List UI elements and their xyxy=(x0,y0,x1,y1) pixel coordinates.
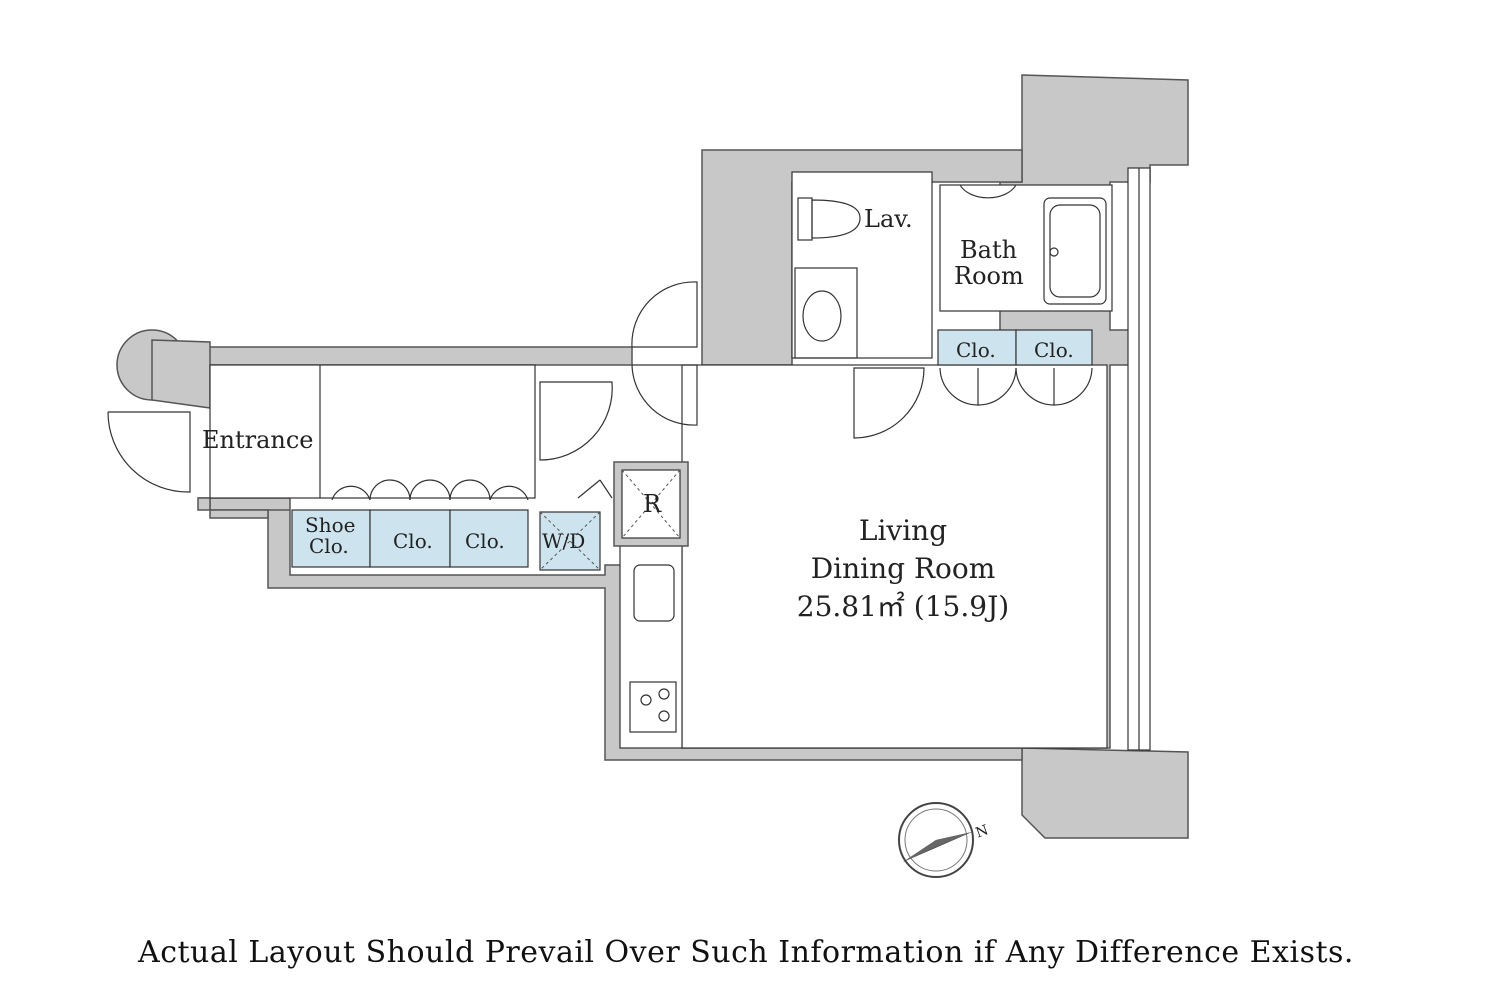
closet-label-1: Clo. xyxy=(393,529,433,553)
washbasin-icon xyxy=(802,290,842,342)
kitchen-counter xyxy=(619,544,683,749)
kitchen-fixtures xyxy=(629,564,677,733)
living-label-line2: Dining Room xyxy=(811,552,996,585)
stove-icon xyxy=(629,681,677,733)
lav-door-upper xyxy=(631,281,698,348)
shoe-closet-label-line1: Shoe xyxy=(305,513,355,537)
doors xyxy=(107,184,1093,501)
lav-door-lower xyxy=(631,364,698,426)
lav-entry-door xyxy=(853,367,925,439)
sink-icon xyxy=(633,564,675,622)
closets xyxy=(291,329,1093,571)
lavatory-fixtures xyxy=(794,197,861,359)
washer-dryer-label: W/D xyxy=(542,529,585,553)
closet-entrance-2 xyxy=(449,509,529,568)
closet-entrance-1 xyxy=(369,509,451,568)
closet-label-3: Clo. xyxy=(956,338,996,362)
refrigerator-space xyxy=(613,461,689,547)
north-compass-icon: N xyxy=(898,802,991,878)
hall-door xyxy=(539,381,613,461)
closet-bath-2 xyxy=(1015,329,1093,366)
bath-label-line1: Bath xyxy=(960,236,1017,264)
windows xyxy=(1127,167,1151,751)
closet-label-2: Clo. xyxy=(465,529,505,553)
entrance-label: Entrance xyxy=(202,426,314,454)
bathtub-icon xyxy=(1043,197,1107,305)
bath-label-line2: Room xyxy=(954,262,1024,290)
closet-label-4: Clo. xyxy=(1034,338,1074,362)
living-area-label: 25.81㎡ (15.9J) xyxy=(797,590,1009,623)
lavatory-room xyxy=(791,171,933,359)
entrance-door xyxy=(107,411,191,493)
living-label-line1: Living xyxy=(859,514,947,547)
rooms xyxy=(209,171,1113,749)
disclaimer-text: Actual Layout Should Prevail Over Such I… xyxy=(138,935,1354,970)
bath-room xyxy=(939,184,1113,312)
closet-bath-1 xyxy=(937,329,1017,366)
shoe-closet xyxy=(291,509,371,568)
shoe-closet-label-line2: Clo. xyxy=(309,534,349,558)
entrance-room xyxy=(209,364,536,499)
bath-fixtures xyxy=(1043,197,1107,305)
compass-letter: N xyxy=(974,822,991,841)
toilet-bowl-icon xyxy=(811,199,861,239)
lavatory-label: Lav. xyxy=(864,205,913,233)
living-dining-room xyxy=(681,364,1108,749)
refrigerator-label: R xyxy=(643,490,662,518)
